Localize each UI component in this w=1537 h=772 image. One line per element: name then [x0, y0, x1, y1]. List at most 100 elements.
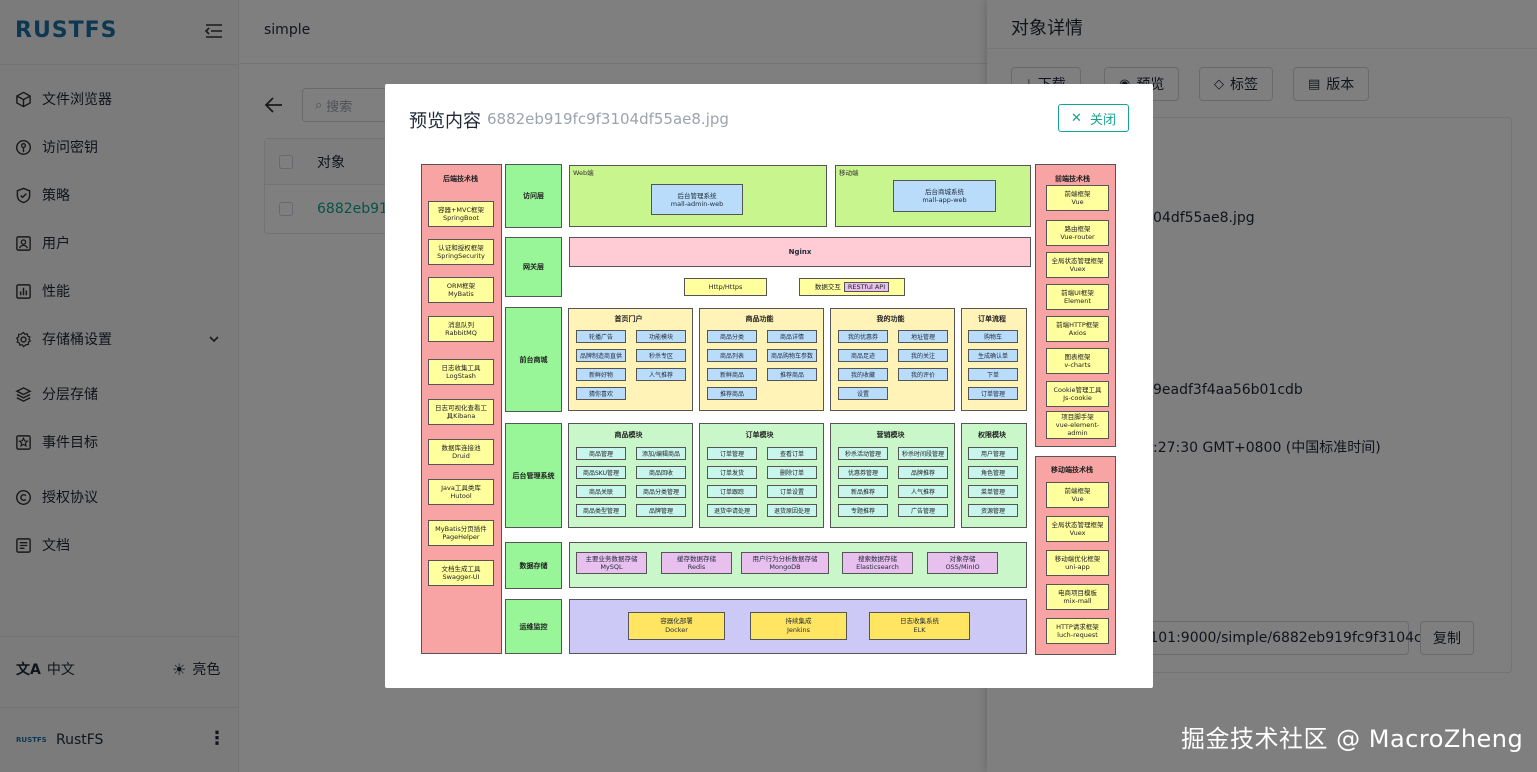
admin-module-item: 商品管理: [576, 447, 626, 460]
modal-filename: 6882eb919fc9f3104df55ae8.jpg: [487, 110, 729, 128]
front-module-item: 猜你喜欢: [576, 387, 626, 400]
admin-module-item: 优惠券管理: [838, 466, 888, 479]
backend-stack-title: 后端技术栈: [443, 175, 478, 183]
layer-storage: 数据存储: [505, 542, 562, 589]
front-module-item: 我的关注: [898, 349, 948, 362]
mobile-end-label: 移动端: [839, 169, 859, 177]
front-module-item: 下单: [968, 368, 1018, 381]
nginx-box: Nginx: [569, 237, 1031, 267]
admin-module-title: 订单模块: [745, 431, 774, 439]
layer-admin: 后台管理系统: [505, 423, 562, 528]
admin-module-item: 商品类型管理: [576, 504, 626, 517]
front-module-item: 新鲜商品: [707, 368, 757, 381]
admin-module-item: 资源管理: [968, 504, 1018, 517]
admin-module-item: 退货原因处理: [767, 504, 817, 517]
front-module-item: 人气推荐: [636, 368, 686, 381]
admin-module-item: 退货申请处理: [707, 504, 757, 517]
front-module-title: 商品功能: [745, 315, 774, 323]
admin-module-item: 新品推荐: [838, 485, 888, 498]
admin-module-item: 订单管理: [707, 447, 757, 460]
front-module-item: 购物车: [968, 330, 1018, 343]
preview-modal: 预览内容 6882eb919fc9f3104df55ae8.jpg ✕关闭 后端…: [385, 84, 1153, 688]
front-module-title: 首页门户: [614, 315, 643, 323]
admin-module-item: 品牌管理: [636, 504, 686, 517]
admin-module-item: 添加/编辑商品: [636, 447, 686, 460]
watermark: 掘金技术社区 @ MacroZheng: [1181, 725, 1524, 753]
admin-module-title: 营销模块: [876, 431, 905, 439]
web-end-label: Web端: [573, 169, 594, 177]
admin-module-item: 删除订单: [767, 466, 817, 479]
architecture-diagram-image: 后端技术栈 前端技术栈 移动端技术栈 访问层 网关层 前台商城 后台管理系统 数…: [421, 164, 1117, 656]
close-button[interactable]: ✕关闭: [1058, 104, 1129, 132]
admin-module-item: 商品关联: [576, 485, 626, 498]
modal-title: 预览内容: [409, 111, 481, 132]
front-module-item: 推荐商品: [707, 387, 757, 400]
front-module-item: 商品详情: [767, 330, 817, 343]
admin-module-item: 菜单管理: [968, 485, 1018, 498]
http-box: Http/Https: [684, 278, 767, 296]
layer-ops: 运维监控: [505, 599, 562, 654]
admin-module-item: 查看订单: [767, 447, 817, 460]
admin-module-item: 订单发货: [707, 466, 757, 479]
admin-module-title: 权限模块: [978, 431, 1006, 439]
front-module-item: 生成确认单: [968, 349, 1018, 362]
admin-module-item: 用户管理: [968, 447, 1018, 460]
admin-module-item: 商品SKU管理: [576, 466, 626, 479]
front-module-item: 我的评价: [898, 368, 948, 381]
front-module-title: 我的功能: [876, 315, 905, 323]
front-module-item: 地址管理: [898, 330, 948, 343]
frontend-stack-title: 前端技术栈: [1055, 175, 1090, 183]
layer-gateway: 网关层: [505, 237, 562, 297]
front-module-item: 设置: [838, 387, 888, 400]
front-module-item: 商品分类: [707, 330, 757, 343]
admin-module-title: 商品模块: [614, 431, 643, 439]
front-module-item: 商品足迹: [838, 349, 888, 362]
admin-module-item: 角色管理: [968, 466, 1018, 479]
front-module-item: 推荐商品: [767, 368, 817, 381]
front-module-item: 订单管理: [968, 387, 1018, 400]
admin-module-item: 秒杀活动管理: [838, 447, 888, 460]
front-module-item: 秒杀专区: [636, 349, 686, 362]
admin-module-item: 品牌推荐: [898, 466, 948, 479]
layer-access: 访问层: [505, 164, 562, 228]
front-module-item: 新鲜好物: [576, 368, 626, 381]
front-module-title: 订单流程: [978, 315, 1006, 323]
layer-front-mall: 前台商城: [505, 307, 562, 412]
admin-module-item: 人气推荐: [898, 485, 948, 498]
mobile-stack-title: 移动端技术栈: [1051, 466, 1093, 474]
backend-stack-item: 日志可视化查看工具Kibana: [428, 399, 494, 425]
admin-module-item: 订单设置: [767, 485, 817, 498]
front-module-item: 我的收藏: [838, 368, 888, 381]
admin-module-item: 订单跟踪: [707, 485, 757, 498]
front-module-item: 我的优惠券: [838, 330, 888, 343]
